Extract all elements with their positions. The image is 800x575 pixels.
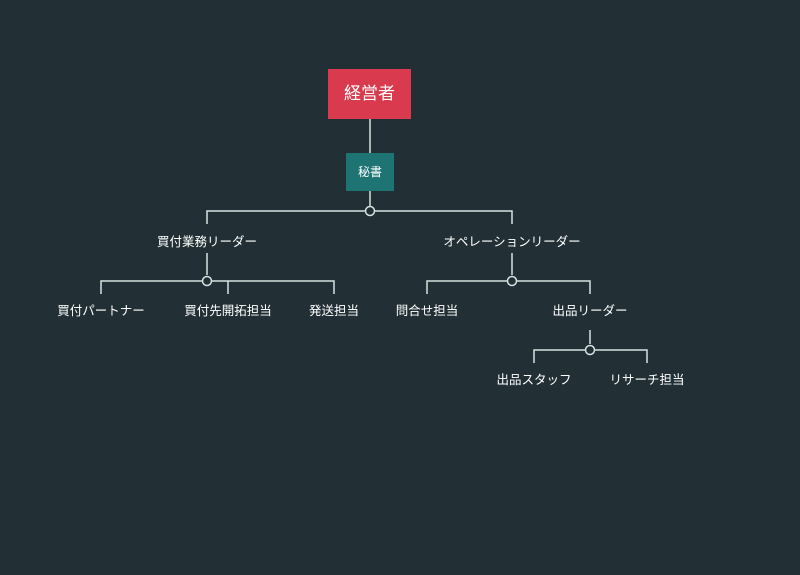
node-listing-leader: 出品リーダー <box>552 303 628 318</box>
junction-dot-root <box>364 205 376 217</box>
node-buying-dev: 買付先開拓担当 <box>184 303 272 318</box>
node-shipping: 発送担当 <box>308 303 360 318</box>
node-inquiry: 問合せ担当 <box>395 303 459 318</box>
node-secretary: 秘書 <box>346 153 394 191</box>
bus-level1 <box>206 210 513 224</box>
junction-dot-listing <box>584 344 596 356</box>
junction-dot-buying <box>201 275 213 287</box>
node-research: リサーチ担当 <box>609 372 685 387</box>
node-buying-leader: 買付業務リーダー <box>156 234 258 249</box>
junction-dot-ops <box>506 275 518 287</box>
node-root: 経営者 <box>328 69 411 119</box>
node-listing-staff: 出品スタッフ <box>496 372 572 387</box>
node-ops-leader: オペレーションリーダー <box>443 234 581 249</box>
node-buying-partner: 買付パートナー <box>57 303 145 318</box>
bus-buying <box>100 280 335 294</box>
